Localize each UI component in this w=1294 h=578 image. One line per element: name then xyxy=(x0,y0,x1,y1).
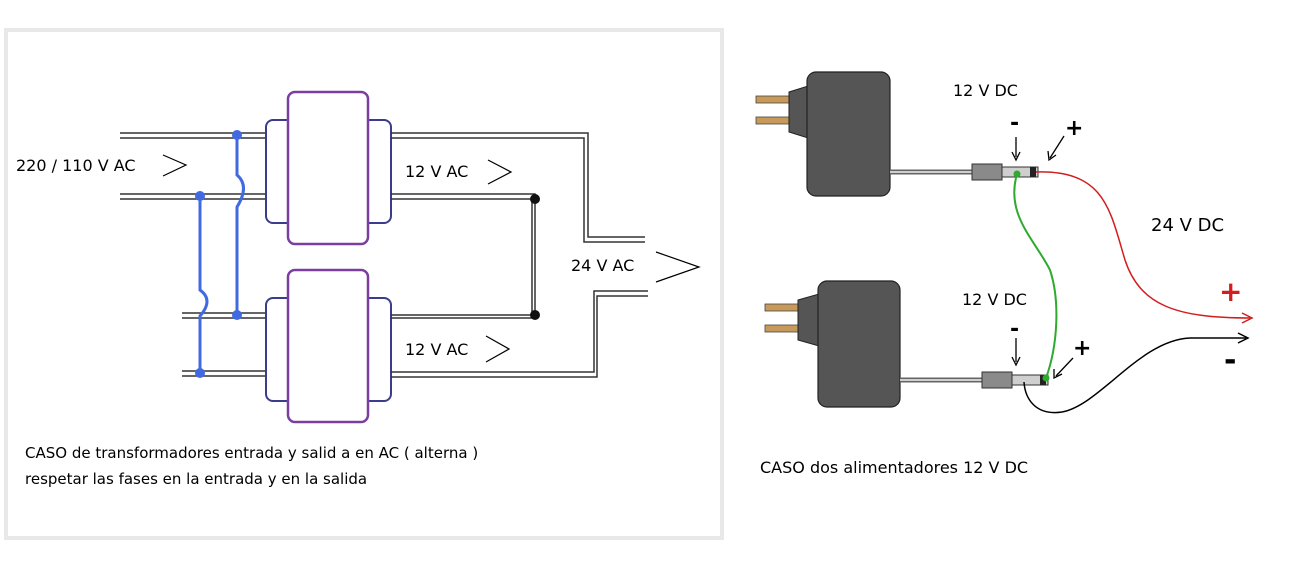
positive-wire-red xyxy=(1035,171,1251,319)
ac-caption-line-1: CASO de transformadores entrada y salid … xyxy=(25,444,478,462)
adapter-top xyxy=(755,71,891,197)
bottom-plus-sign: + xyxy=(1073,336,1091,361)
transformer-top xyxy=(265,90,392,246)
top-plus-pointer xyxy=(1049,135,1065,159)
adapter-top-cable xyxy=(890,163,1039,181)
total-ac-voltage-label: 24 V AC xyxy=(571,256,634,275)
output-top-voltage-label: 12 V AC xyxy=(405,162,468,181)
output-minus-sign: - xyxy=(1224,343,1236,378)
bottom-plus-pointer-head xyxy=(1053,369,1063,380)
dc-caption: CASO dos alimentadores 12 V DC xyxy=(760,458,1028,477)
bottom-plus-pointer xyxy=(1055,357,1074,377)
output-bottom-arrow xyxy=(485,335,511,363)
input-lines xyxy=(120,132,268,377)
adapter-bottom-cable xyxy=(900,371,1049,389)
input-voltage-label: 220 / 110 V AC xyxy=(16,156,136,175)
bottom-minus-pointer-head xyxy=(1011,356,1021,367)
output-plus-sign: + xyxy=(1219,275,1242,308)
adapter-bottom xyxy=(764,280,901,408)
link-wire-bottom-dot xyxy=(1042,374,1050,382)
link-wire-green xyxy=(1013,173,1058,379)
ac-caption-line-2: respetar las fases en la entrada y en la… xyxy=(25,470,367,488)
total-ac-arrow xyxy=(655,251,701,283)
output-junction-dots xyxy=(530,194,540,320)
output-wiring xyxy=(391,132,648,378)
input-junction-dots xyxy=(195,130,242,378)
positive-wire-arrow xyxy=(1241,312,1254,324)
transformer-bottom xyxy=(265,268,392,424)
input-crossover-wiring xyxy=(198,135,245,373)
output-bottom-voltage-label: 12 V AC xyxy=(405,340,468,359)
top-plus-pointer-head xyxy=(1047,150,1057,162)
top-minus-pointer-head xyxy=(1011,151,1021,162)
top-adapter-voltage-label: 12 V DC xyxy=(953,81,1018,100)
total-dc-voltage-label: 24 V DC xyxy=(1151,215,1224,236)
link-wire-top-dot xyxy=(1013,170,1021,178)
output-top-arrow xyxy=(487,159,513,185)
negative-wire-black xyxy=(1023,337,1246,414)
bottom-minus-sign: - xyxy=(1010,317,1019,342)
top-minus-sign: - xyxy=(1010,111,1019,136)
top-plus-sign: + xyxy=(1065,116,1083,141)
negative-wire-arrow xyxy=(1237,332,1250,344)
input-arrow xyxy=(162,154,188,177)
bottom-adapter-voltage-label: 12 V DC xyxy=(962,290,1027,309)
